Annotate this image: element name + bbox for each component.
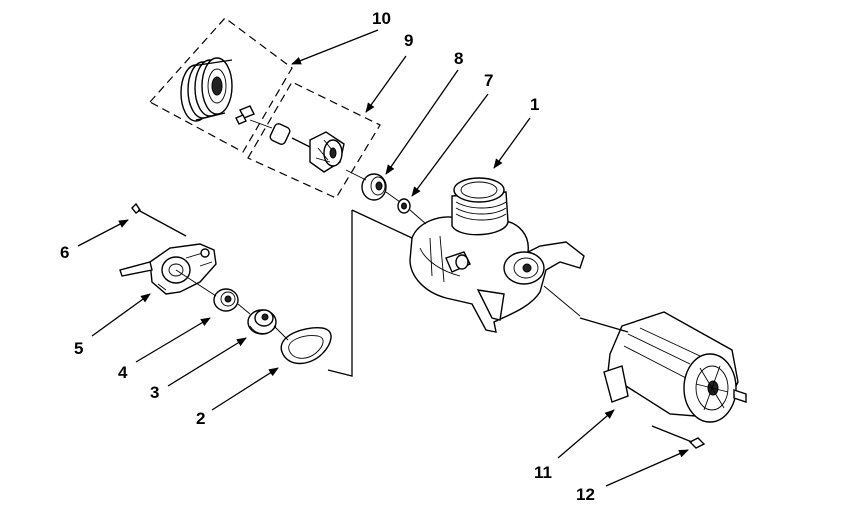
assembly-line-motor bbox=[543, 285, 581, 317]
callout-11: 11 bbox=[534, 463, 552, 482]
part-10-bellows-seal bbox=[180, 57, 255, 125]
assembly-line-inlet bbox=[175, 269, 289, 341]
part-1-pump-housing bbox=[409, 177, 585, 333]
callout-10: 10 bbox=[372, 9, 391, 28]
callout-6: 6 bbox=[60, 243, 69, 262]
callout-1: 1 bbox=[530, 95, 539, 114]
part-7-washer bbox=[397, 198, 411, 214]
assembly-line-shaft bbox=[249, 119, 427, 225]
callout-5: 5 bbox=[74, 339, 83, 358]
callout-9: 9 bbox=[404, 31, 413, 50]
callout-7: 7 bbox=[484, 71, 493, 90]
part-6-screw bbox=[131, 202, 187, 237]
part-5-cover-bracket bbox=[119, 243, 217, 295]
leader-arrows bbox=[77, 29, 689, 487]
part-3-check-valve bbox=[247, 309, 277, 335]
group-box-10 bbox=[149, 17, 293, 153]
callout-8: 8 bbox=[454, 49, 463, 68]
assembly-line-bracket bbox=[327, 209, 413, 377]
part-9-impeller-assembly bbox=[269, 123, 345, 173]
callout-12: 12 bbox=[576, 485, 595, 504]
callout-3: 3 bbox=[150, 383, 159, 402]
group-box-9 bbox=[247, 81, 381, 199]
part-2-gasket bbox=[280, 327, 332, 365]
part-4-o-ring bbox=[213, 288, 239, 312]
callout-2: 2 bbox=[196, 409, 205, 428]
callout-4: 4 bbox=[118, 363, 128, 382]
part-11-motor bbox=[579, 311, 747, 423]
part-8-seal-cap bbox=[361, 173, 387, 201]
part-12-screw bbox=[651, 425, 706, 449]
